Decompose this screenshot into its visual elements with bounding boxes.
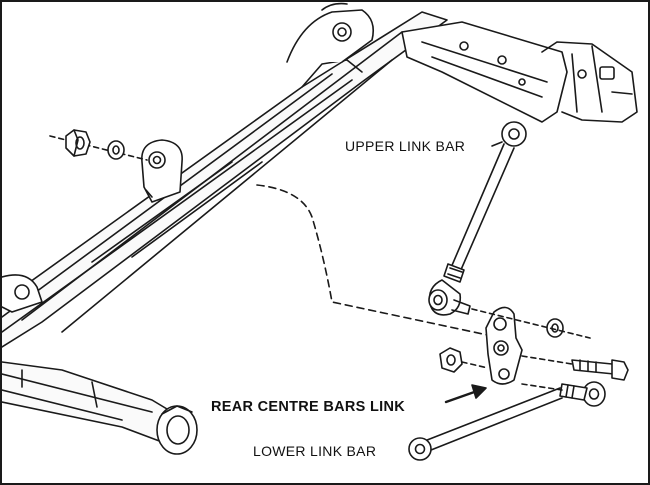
left-nut — [65, 129, 91, 157]
left-mount-bracket — [49, 135, 183, 203]
trailing-arm — [2, 274, 198, 455]
upper-link-bar-label: UPPER LINK BAR — [345, 138, 466, 154]
dashed-guide — [256, 184, 498, 338]
left-washer — [107, 140, 125, 160]
pointer-arrow — [444, 384, 487, 404]
chassis-bracket — [401, 21, 638, 123]
lower-link-bar — [408, 381, 606, 461]
axle-beam — [2, 2, 448, 348]
upper-link-bar — [428, 121, 527, 316]
lower-link-bar-label: LOWER LINK BAR — [253, 443, 377, 459]
rear-centre-bars-link-label: REAR CENTRE BARS LINK — [211, 399, 405, 415]
centre-link-bracket — [439, 306, 629, 385]
upper-label-leader — [491, 141, 503, 147]
